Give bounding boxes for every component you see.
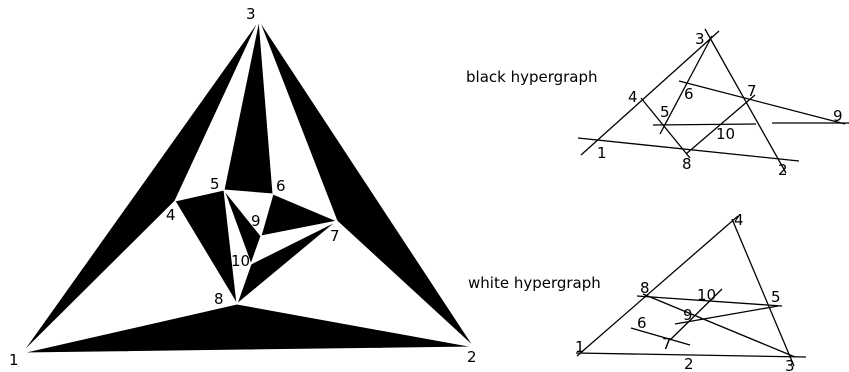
face-4-5-8 bbox=[174, 189, 238, 305]
black-hypergraph-caption: black hypergraph bbox=[466, 68, 598, 86]
white-edge-9-5 bbox=[674, 305, 779, 325]
black-label-4: 4 bbox=[628, 88, 638, 106]
main-label-8: 8 bbox=[214, 290, 224, 308]
main-label-6: 6 bbox=[276, 177, 286, 195]
black-faces bbox=[21, 19, 475, 354]
main-label-9: 9 bbox=[251, 212, 261, 230]
white-label-5: 5 bbox=[771, 288, 781, 306]
white-label-1: 1 bbox=[575, 338, 585, 356]
main-label-7: 7 bbox=[330, 227, 340, 245]
white-edge-6-7-2 bbox=[630, 327, 691, 346]
white-edge-8-7-3 bbox=[642, 293, 796, 358]
white-label-6: 6 bbox=[637, 314, 647, 332]
white-hypergraph-edges bbox=[575, 215, 807, 367]
white-edge-1-8-4 bbox=[576, 215, 739, 357]
black-label-1: 1 bbox=[597, 144, 607, 162]
black-edge-1-4-3 bbox=[580, 30, 720, 156]
face-3-5-6 bbox=[223, 19, 274, 195]
main-label-2: 2 bbox=[467, 348, 477, 366]
white-edge-4-5-3 bbox=[731, 218, 795, 367]
face-7-8-10 bbox=[236, 220, 338, 305]
black-label-9: 9 bbox=[833, 107, 843, 125]
black-edge-4-5-8 bbox=[640, 97, 691, 159]
black-hypergraph-edges bbox=[577, 28, 849, 174]
black-label-10: 10 bbox=[716, 125, 735, 143]
main-vertex-labels: 1 2 3 4 5 6 7 8 9 10 bbox=[9, 5, 477, 369]
white-label-3: 3 bbox=[785, 357, 795, 372]
black-label-3: 3 bbox=[695, 30, 705, 48]
white-label-7: 7 bbox=[662, 335, 672, 353]
main-label-4: 4 bbox=[166, 206, 176, 224]
white-hypergraph: white hypergraph 1 2 3 4 5 6 7 8 9 10 bbox=[468, 211, 807, 372]
face-5-9-10 bbox=[223, 189, 262, 265]
white-label-8: 8 bbox=[640, 279, 650, 297]
black-edge-1-8-2 bbox=[577, 137, 800, 162]
face-1-8-2 bbox=[21, 303, 475, 354]
black-hypergraph: black hypergraph 1 2 3 4 5 6 7 8 9 10 bbox=[466, 28, 849, 179]
main-label-5: 5 bbox=[210, 175, 220, 193]
face-1-3-4 bbox=[21, 19, 260, 354]
black-label-5: 5 bbox=[660, 103, 670, 121]
face-6-7-9 bbox=[260, 193, 338, 237]
white-hypergraph-caption: white hypergraph bbox=[468, 274, 601, 292]
black-edge-3-6-5 bbox=[659, 35, 713, 135]
main-label-3: 3 bbox=[246, 5, 256, 23]
white-hypergraph-labels: 1 2 3 4 5 6 7 8 9 10 bbox=[575, 211, 795, 372]
black-label-8: 8 bbox=[682, 155, 692, 173]
black-label-6: 6 bbox=[684, 85, 694, 103]
black-edge-8-10-7 bbox=[685, 94, 756, 155]
white-label-2: 2 bbox=[684, 355, 694, 372]
face-3-7-2 bbox=[258, 19, 475, 348]
white-edge-1-2-3 bbox=[575, 352, 807, 358]
black-hypergraph-labels: 1 2 3 4 5 6 7 8 9 10 bbox=[597, 30, 843, 179]
black-edge-6-7-9 bbox=[678, 80, 846, 125]
main-diagram: 1 2 3 4 5 6 7 8 9 10 bbox=[9, 5, 477, 369]
black-edge-5-10 bbox=[652, 123, 757, 126]
black-label-7: 7 bbox=[747, 82, 757, 100]
white-label-10: 10 bbox=[697, 286, 716, 304]
black-edge-3-7-2 bbox=[704, 28, 787, 174]
white-label-4: 4 bbox=[734, 211, 744, 229]
black-label-2: 2 bbox=[778, 161, 788, 179]
main-label-10: 10 bbox=[231, 252, 250, 270]
white-label-9: 9 bbox=[683, 306, 693, 324]
main-label-1: 1 bbox=[9, 351, 19, 369]
white-edge-10-9-7 bbox=[669, 288, 723, 341]
